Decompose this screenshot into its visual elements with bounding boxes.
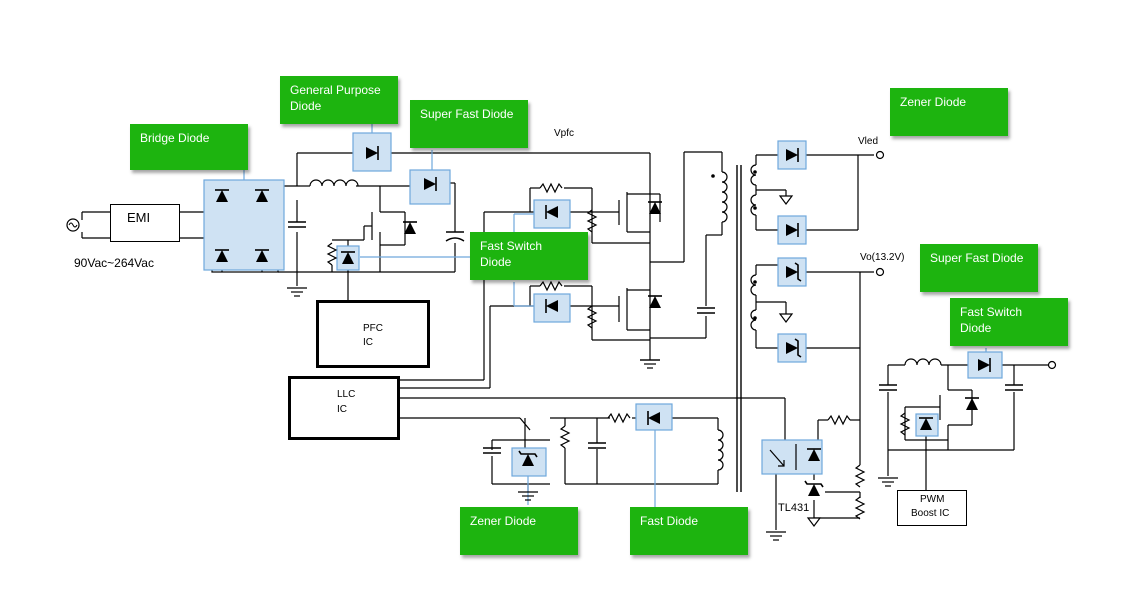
vled-node-label: Vled xyxy=(858,136,879,147)
wiring xyxy=(81,124,1048,530)
pwm-ic-line2: Boost IC xyxy=(911,508,950,519)
label-zener-bottom-text: Zener Diode xyxy=(470,514,537,528)
pfc-ic-line1: PFC xyxy=(363,323,383,334)
label-super-fast-diode-right: Super Fast Diode xyxy=(920,244,1038,292)
pwm-ic-line1: PWM xyxy=(920,494,945,505)
input-voltage-label: 90Vac~264Vac xyxy=(74,256,154,270)
label-fast-diode-bottom: Fast Diode xyxy=(630,507,748,555)
emi-filter-block: EMI xyxy=(110,204,180,242)
emi-label: EMI xyxy=(127,210,151,225)
label-general-purpose-line1: General Purpose xyxy=(290,83,381,97)
label-super-fast-diode-top: Super Fast Diode xyxy=(410,100,528,148)
label-zener-top-text: Zener Diode xyxy=(900,95,967,109)
label-fast-diode-bottom-text: Fast Diode xyxy=(640,514,699,528)
llc-ic-line2: IC xyxy=(337,404,347,415)
pwm-boost-ic-block: PWM Boost IC xyxy=(897,490,967,526)
passive-components xyxy=(66,150,1057,541)
label-fast-switch-diode-mid: Fast Switch Diode xyxy=(470,232,588,280)
tl431-label: TL431 xyxy=(778,502,810,514)
label-super-fast-right-text: Super Fast Diode xyxy=(930,251,1024,265)
pfc-ic-line2: IC xyxy=(363,337,373,348)
label-bridge-diode: Bridge Diode xyxy=(130,124,248,170)
pfc-ic-block: PFC IC xyxy=(316,300,430,368)
label-zener-diode-top: Zener Diode xyxy=(890,88,1008,136)
label-fast-switch-right-line2: Diode xyxy=(960,321,992,335)
label-fast-switch-right-line1: Fast Switch xyxy=(960,305,1023,319)
label-super-fast-top-text: Super Fast Diode xyxy=(420,107,514,121)
label-general-purpose-line2: Diode xyxy=(290,99,322,113)
vpfc-node-label: Vpfc xyxy=(554,128,575,139)
label-fast-switch-mid-line1: Fast Switch xyxy=(480,239,543,253)
label-bridge-diode-text: Bridge Diode xyxy=(140,131,210,145)
vo-node-label: Vo(13.2V) xyxy=(860,252,905,263)
label-general-purpose-diode: General Purpose Diode xyxy=(280,76,398,124)
llc-ic-block: LLC IC xyxy=(288,376,400,440)
label-fast-switch-diode-right: Fast Switch Diode xyxy=(950,298,1068,346)
label-zener-diode-bottom: Zener Diode xyxy=(460,507,578,555)
label-fast-switch-mid-line2: Diode xyxy=(480,255,512,269)
llc-ic-line1: LLC xyxy=(337,389,356,400)
